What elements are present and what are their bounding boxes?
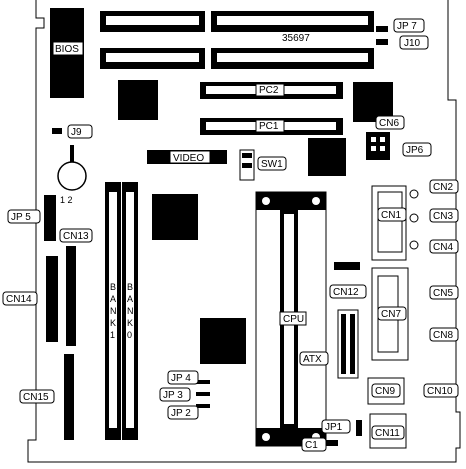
cn6-label: CN6	[379, 118, 399, 129]
chip-mid	[308, 138, 346, 176]
cn7-label: CN7	[381, 309, 401, 320]
bank1-letter-0: B	[110, 282, 116, 292]
cn13-header	[66, 246, 76, 346]
jp1-label: JP1	[325, 422, 343, 433]
cn12-label: CN12	[333, 287, 359, 298]
j10-label: J10	[404, 38, 421, 49]
chip-north	[118, 80, 158, 120]
pc2-label: PC2	[259, 85, 279, 96]
cn13-label: CN13	[63, 231, 89, 242]
jp3-label: JP 3	[163, 390, 183, 401]
sw1-label: SW1	[261, 159, 283, 170]
j9-label: J9	[71, 127, 82, 138]
pc1-label: PC1	[259, 121, 279, 132]
jp2-label: JP 2	[171, 408, 191, 419]
bank0-letter-4: 0	[127, 330, 132, 340]
jp6-label: JP6	[406, 145, 424, 156]
bank0-letter-0: B	[127, 282, 133, 292]
board-serial: 35697	[282, 33, 310, 44]
bank0-letter-2: N	[127, 306, 134, 316]
bank1-letter-4: 1	[110, 330, 115, 340]
cn14-header	[46, 256, 58, 342]
bank0-letter-1: A	[127, 294, 133, 304]
jp5-header	[44, 195, 56, 241]
c1-label: C1	[305, 440, 318, 451]
bank1-letter-3: K	[110, 318, 116, 328]
bank1-letter-1: A	[110, 294, 116, 304]
cn6-header	[366, 132, 390, 160]
cpu-label: CPU	[283, 314, 304, 325]
cn2-label: CN2	[433, 182, 453, 193]
bank1-letter-2: N	[110, 306, 117, 316]
cn1-label: CN1	[381, 210, 401, 221]
cn12-header	[334, 262, 360, 270]
jp4-label: JP 4	[171, 373, 191, 384]
cn15-header	[64, 354, 74, 440]
cn4-label: CN4	[433, 242, 453, 253]
battery-pins-label: 1 2	[60, 195, 73, 205]
battery	[57, 161, 87, 191]
cn15-label: CN15	[23, 392, 49, 403]
chip-lower	[200, 318, 246, 364]
cn11-label: CN11	[375, 428, 400, 439]
jp7-label: JP 7	[397, 21, 417, 32]
video-label: VIDEO	[173, 153, 204, 164]
chip-left	[152, 194, 198, 240]
bank0-letter-3: K	[127, 318, 133, 328]
cn8-label: CN8	[433, 330, 453, 341]
atx-label: ATX	[303, 354, 322, 365]
cn3-label: CN3	[433, 211, 453, 222]
cn14-label: CN14	[6, 294, 32, 305]
cn5-label: CN5	[433, 288, 453, 299]
cn10-label: CN10	[427, 386, 453, 397]
cn9-label: CN9	[375, 386, 395, 397]
chip-right	[353, 82, 393, 122]
board-outline	[27, 0, 461, 463]
jp5-label: JP 5	[11, 212, 31, 223]
bios-label: BIOS	[55, 44, 79, 55]
